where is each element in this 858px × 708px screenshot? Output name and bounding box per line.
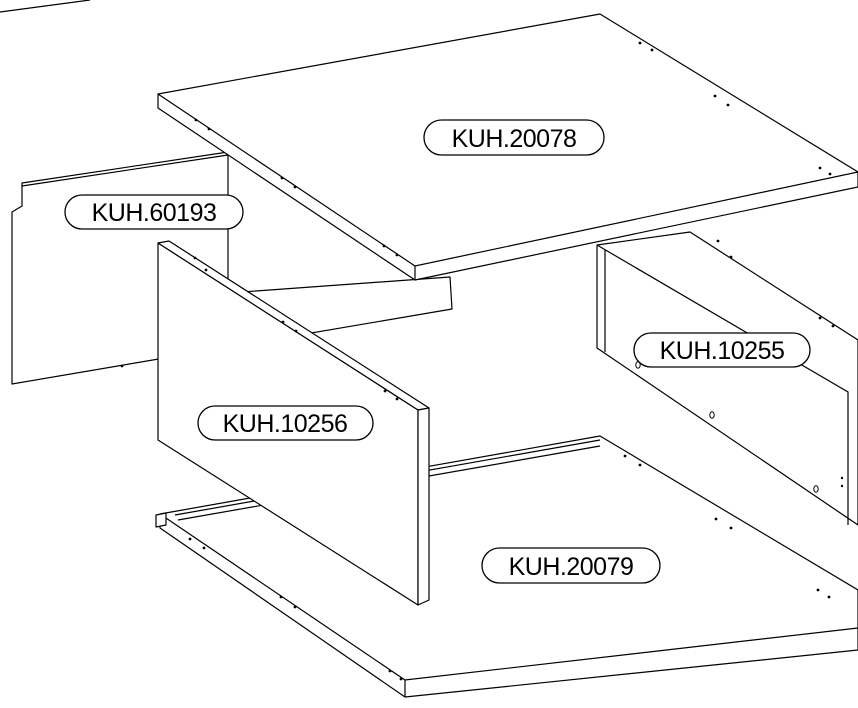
label-bottom-panel: KUH.20079 [481, 547, 661, 584]
label-right-side-panel-text: KUH.10255 [660, 337, 785, 365]
label-left-side-panel-text: KUH.10256 [223, 410, 348, 438]
label-top-panel: KUH.20078 [423, 119, 605, 156]
label-left-side-panel: KUH.10256 [197, 405, 374, 441]
label-back-panel: KUH.60193 [64, 194, 244, 230]
label-bottom-panel-text: KUH.20079 [509, 553, 634, 581]
label-back-panel-text: KUH.60193 [92, 199, 217, 227]
corner-line [0, 0, 91, 13]
label-top-panel-text: KUH.20078 [452, 125, 577, 153]
right-side-panel [596, 231, 858, 526]
label-right-side-panel: KUH.10255 [633, 332, 811, 368]
